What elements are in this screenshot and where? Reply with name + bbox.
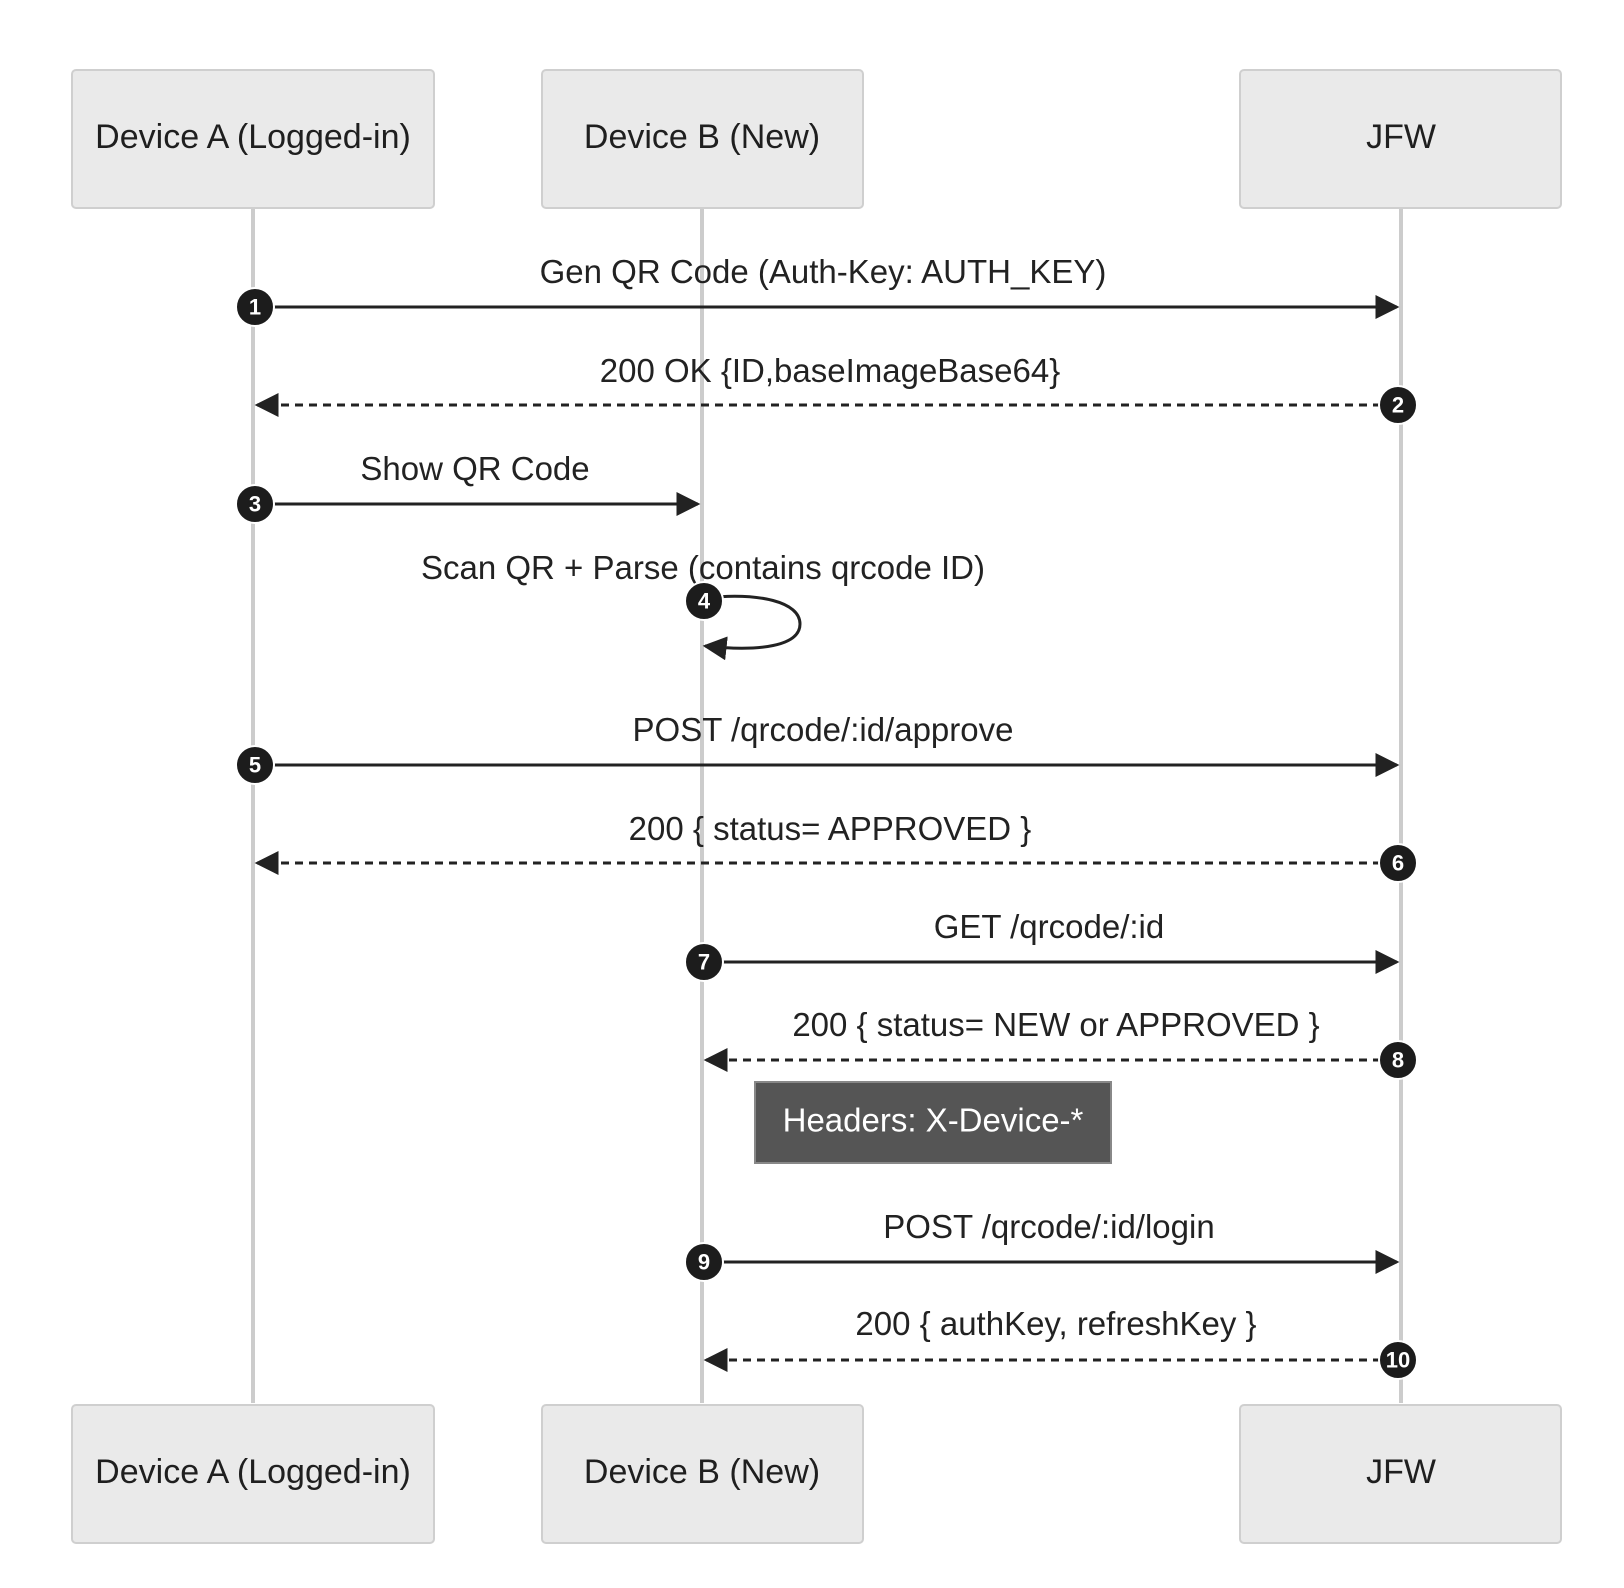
message-label: POST /qrcode/:id/login — [883, 1208, 1214, 1245]
message-label: Show QR Code — [360, 450, 589, 487]
sequence-number: 6 — [1392, 851, 1404, 876]
sequence-number-badge — [684, 581, 724, 621]
actor-label: Device B (New) — [584, 118, 820, 156]
sequence-number-badge — [1378, 843, 1418, 883]
actor-label: Device A (Logged-in) — [95, 1453, 411, 1491]
actor-device-a-top: Device A (Logged-in) — [71, 69, 435, 209]
message-3: Show QR Code 3 — [235, 450, 701, 524]
actor-label: JFW — [1366, 118, 1436, 156]
actor-device-b-bottom: Device B (New) — [541, 1404, 864, 1544]
sequence-number: 5 — [249, 753, 261, 778]
sequence-number: 4 — [698, 589, 711, 614]
message-10: 200 { authKey, refreshKey } 10 — [703, 1305, 1418, 1380]
note-headers: Headers: X-Device-* — [754, 1081, 1112, 1164]
message-label: 200 { status= APPROVED } — [629, 810, 1032, 847]
message-label: 200 OK {ID,baseImageBase64} — [600, 352, 1061, 389]
message-label: Gen QR Code (Auth-Key: AUTH_KEY) — [540, 253, 1107, 290]
sequence-number: 1 — [249, 295, 261, 320]
message-9: POST /qrcode/:id/login 9 — [684, 1208, 1400, 1282]
sequence-number: 3 — [249, 492, 261, 517]
sequence-number-badge — [684, 942, 724, 982]
sequence-number: 7 — [698, 950, 710, 975]
sequence-number-badge — [1378, 385, 1418, 425]
message-7: GET /qrcode/:id 7 — [684, 908, 1400, 982]
actor-jfw-bottom: JFW — [1239, 1404, 1562, 1544]
message-label: 200 { authKey, refreshKey } — [855, 1305, 1256, 1342]
message-label: POST /qrcode/:id/approve — [633, 711, 1014, 748]
actor-jfw-top: JFW — [1239, 69, 1562, 209]
sequence-number: 10 — [1386, 1348, 1410, 1373]
sequence-number-badge — [684, 1242, 724, 1282]
sequence-number: 2 — [1392, 393, 1404, 418]
sequence-number-badge — [1378, 1040, 1418, 1080]
actor-label: Device A (Logged-in) — [95, 118, 411, 156]
actor-device-b-top: Device B (New) — [541, 69, 864, 209]
note-text: Headers: X-Device-* — [783, 1102, 1084, 1139]
sequence-number-badge — [235, 287, 275, 327]
message-1: Gen QR Code (Auth-Key: AUTH_KEY) 1 — [235, 253, 1400, 327]
message-8: 200 { status= NEW or APPROVED } 8 — [703, 1006, 1418, 1080]
message-2: 200 OK {ID,baseImageBase64} 2 — [254, 352, 1418, 425]
sequence-number-badge — [235, 745, 275, 785]
message-label: GET /qrcode/:id — [934, 908, 1165, 945]
sequence-number: 9 — [698, 1250, 710, 1275]
actor-label: JFW — [1366, 1453, 1436, 1491]
sequence-number: 8 — [1392, 1048, 1404, 1073]
actor-device-a-bottom: Device A (Logged-in) — [71, 1404, 435, 1544]
message-label: Scan QR + Parse (contains qrcode ID) — [421, 549, 985, 586]
message-4-self: Scan QR + Parse (contains qrcode ID) 4 — [421, 549, 985, 661]
sequence-number-badge — [235, 484, 275, 524]
message-6: 200 { status= APPROVED } 6 — [254, 810, 1418, 883]
message-5: POST /qrcode/:id/approve 5 — [235, 711, 1400, 785]
message-label: 200 { status= NEW or APPROVED } — [792, 1006, 1319, 1043]
sequence-number-badge — [1378, 1340, 1418, 1380]
actor-label: Device B (New) — [584, 1453, 820, 1491]
